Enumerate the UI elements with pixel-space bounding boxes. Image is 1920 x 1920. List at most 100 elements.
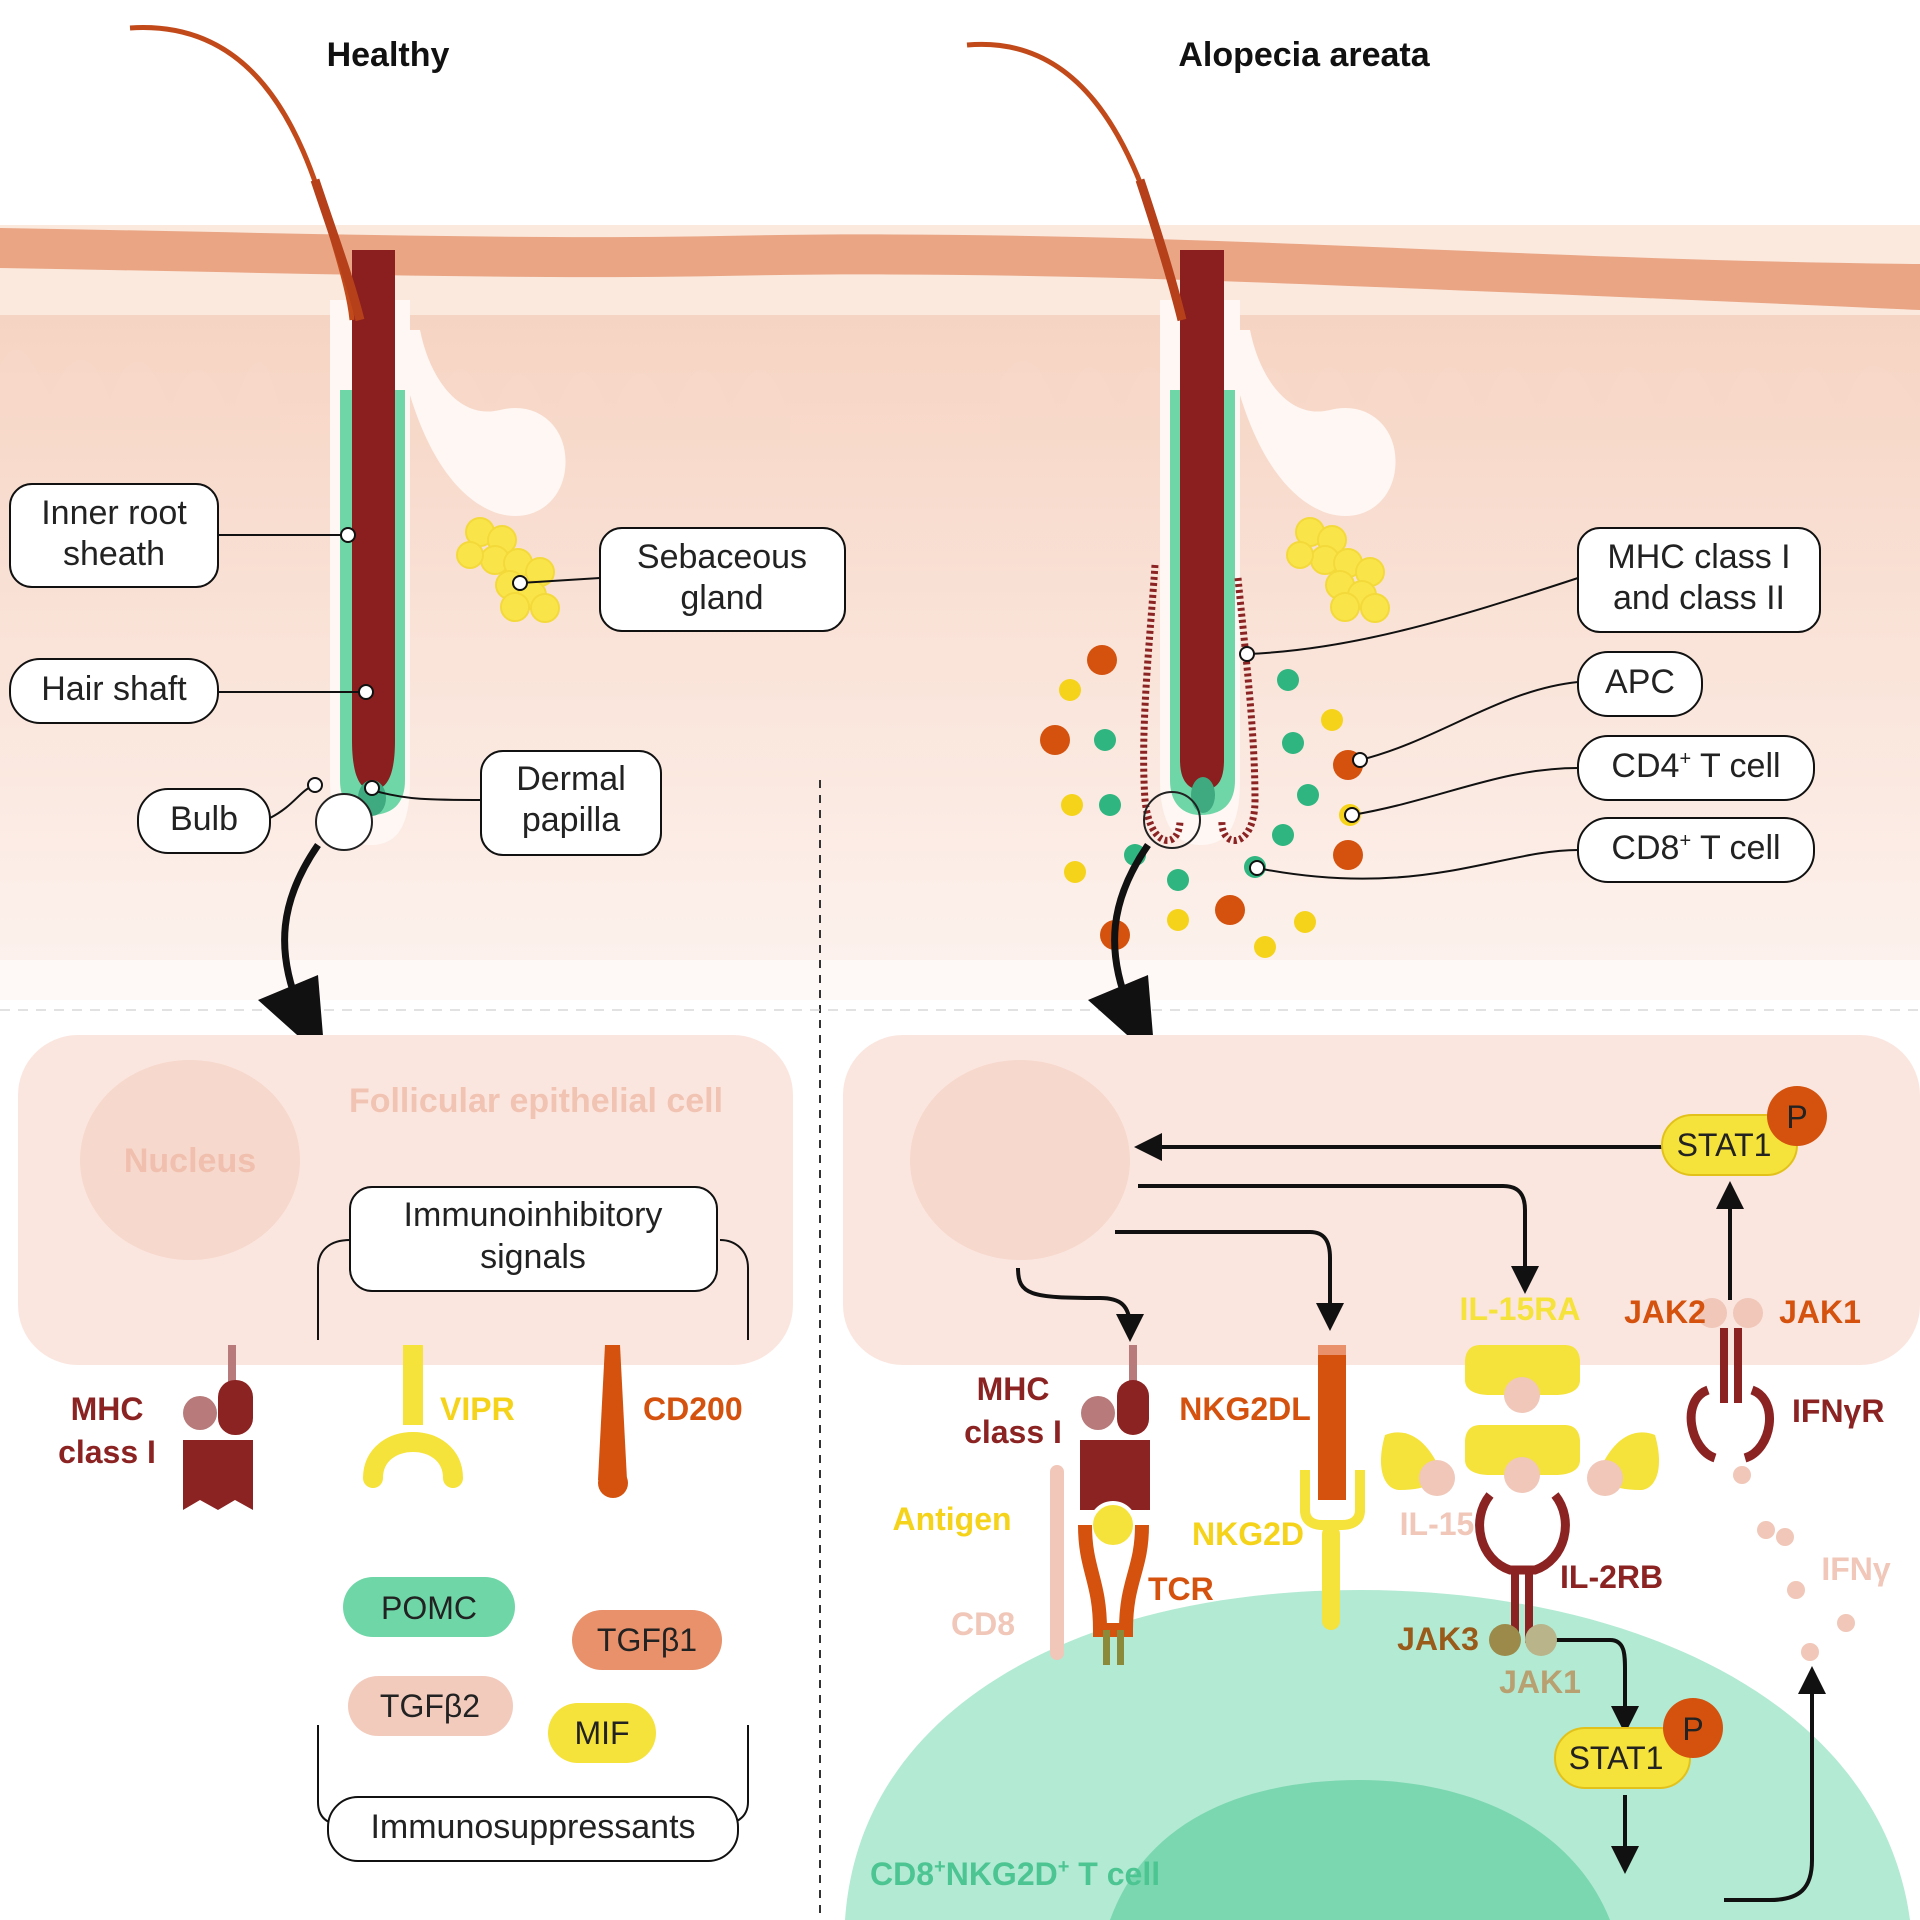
nkg2d-label: NKG2D [1192,1516,1304,1552]
healthy-mhc-label-1: MHC [71,1391,144,1427]
svg-text:MIF: MIF [574,1715,629,1751]
bulb-circle-aa [1143,791,1201,849]
callout-bulb: Bulb [137,788,271,854]
alopecia-callouts [1246,577,1579,880]
nucleus-label: Nucleus [124,1142,256,1180]
apc-cells [1040,645,1363,950]
healthy-follicle [129,25,566,851]
svg-text:Immunosuppressants: Immunosuppressants [370,1808,695,1846]
svg-text:APC: APC [1605,663,1675,701]
il2rb-label: IL-2RB [1560,1559,1663,1595]
callout-dermal-papilla: Dermal papilla [480,750,662,856]
il15ra-label: IL-15RA [1460,1291,1581,1327]
svg-text:TGFβ1: TGFβ1 [597,1622,697,1658]
healthy-callout-dots [307,527,528,796]
tgfb2-pill: TGFβ2 [348,1676,513,1736]
svg-text:P: P [1786,1099,1807,1135]
vipr-receptor [363,1345,463,1488]
vipr-label: VIPR [440,1391,515,1427]
il15-label: IL-15 [1400,1506,1475,1542]
mhc-tcr-complex [1050,1345,1150,1665]
aa-mhc-label-2: class I [964,1414,1062,1450]
svg-text:sheath: sheath [63,535,165,573]
healthy-mhc-molecule [183,1345,253,1510]
callout-hair-shaft: Hair shaft [9,658,219,724]
sebaceous-gland-cluster [456,517,560,623]
jak2-label: JAK2 [1624,1294,1706,1330]
svg-text:TGFβ2: TGFβ2 [380,1688,480,1724]
dermal-papilla-aa [1191,777,1215,813]
healthy-mhc-label-2: class I [58,1434,156,1470]
alopecia-epithelial-cell [843,1035,1920,1365]
healthy-title: Healthy [327,36,450,74]
hair-strand-thick-aa [1135,178,1187,322]
hair-strand [129,25,355,321]
svg-text:CD4+ T cell: CD4+ T cell [1611,747,1780,785]
alopecia-nucleus [910,1060,1130,1260]
t-cell-label: CD8+NKG2D+ T cell [870,1856,1160,1892]
svg-text:STAT1: STAT1 [1677,1127,1772,1163]
jak3-label: JAK3 [1397,1621,1479,1657]
ifng-particles [1733,1466,1855,1661]
stratum-corneum [0,228,1920,310]
aa-mhc-label-1: MHC [977,1371,1050,1407]
stat1-bottom: STAT1 P [1554,1698,1723,1789]
callout-cd8: CD8+ T cell [1577,817,1815,883]
callout-cd4: CD4+ T cell [1577,735,1815,801]
svg-text:Inner root: Inner root [41,494,187,532]
nkg2dl-label: NKG2DL [1179,1391,1311,1427]
il15-complex [1380,1345,1660,1656]
mif-pill: MIF [548,1703,656,1763]
pomc-pill: POMC [343,1577,515,1637]
svg-text:CD8+ T cell: CD8+ T cell [1611,829,1780,867]
cd200-label: CD200 [643,1391,743,1427]
svg-text:Sebaceous: Sebaceous [637,538,807,576]
jak1-bottom-label: JAK1 [1499,1664,1581,1700]
svg-text:papilla: papilla [522,801,620,839]
signaling-arrows [1016,1133,1826,1902]
ifng-label: IFNγ [1821,1551,1891,1587]
svg-text:POMC: POMC [381,1590,477,1626]
mhc-envelope [1140,564,1259,844]
svg-text:STAT1: STAT1 [1569,1740,1664,1776]
sebaceous-gland-cluster-aa [1286,517,1390,623]
ifngr-label: IFNγR [1792,1393,1884,1429]
svg-text:P: P [1682,1711,1703,1747]
cd200-molecule [598,1345,628,1498]
hair-strand-thick [310,178,365,322]
svg-text:signals: signals [480,1238,586,1276]
healthy-nucleus [80,1060,300,1260]
sebaceous-pocket [395,330,566,517]
alopecia-follicle [966,41,1396,849]
immunoinhibitory-bracket [317,1239,749,1340]
ifngr-complex [1686,1298,1774,1463]
callout-inner-root-sheath: Inner root sheath [9,483,219,588]
cd8-label: CD8 [951,1606,1015,1642]
svg-text:Immunoinhibitory: Immunoinhibitory [404,1196,663,1234]
svg-text:and class II: and class II [1613,579,1785,617]
bulb-circle [315,793,373,851]
svg-text:gland: gland [680,579,763,617]
alopecia-title: Alopecia areata [1178,36,1430,74]
sebaceous-pocket-aa [1225,330,1396,517]
callout-sebaceous-gland: Sebaceous gland [599,527,846,632]
svg-text:Dermal: Dermal [516,760,626,798]
cell-label: Follicular epithelial cell [349,1082,723,1120]
nkg2dl-nkg2d [1300,1345,1365,1630]
jak1-top-label: JAK1 [1779,1294,1861,1330]
svg-text:Hair shaft: Hair shaft [41,670,187,708]
hair-shaft-shape [352,250,395,790]
dermal-ridges [0,349,280,430]
immunosuppressants-label: Immunosuppressants [327,1796,739,1862]
svg-text:MHC class I: MHC class I [1607,538,1790,576]
cd8-nkg2d-t-cell [845,1590,1910,1920]
stat1-top: STAT1 P [1661,1086,1827,1176]
callout-mhc-class: MHC class I and class II [1577,527,1821,633]
immunoinhibitory-signals: Immunoinhibitory signals [349,1186,718,1292]
tgfb1-pill: TGFβ1 [572,1610,722,1670]
alopecia-callout-dots [1239,646,1368,876]
hair-shaft-aa [1180,250,1224,790]
svg-text:Bulb: Bulb [170,800,238,838]
tcr-label: TCR [1148,1571,1214,1607]
